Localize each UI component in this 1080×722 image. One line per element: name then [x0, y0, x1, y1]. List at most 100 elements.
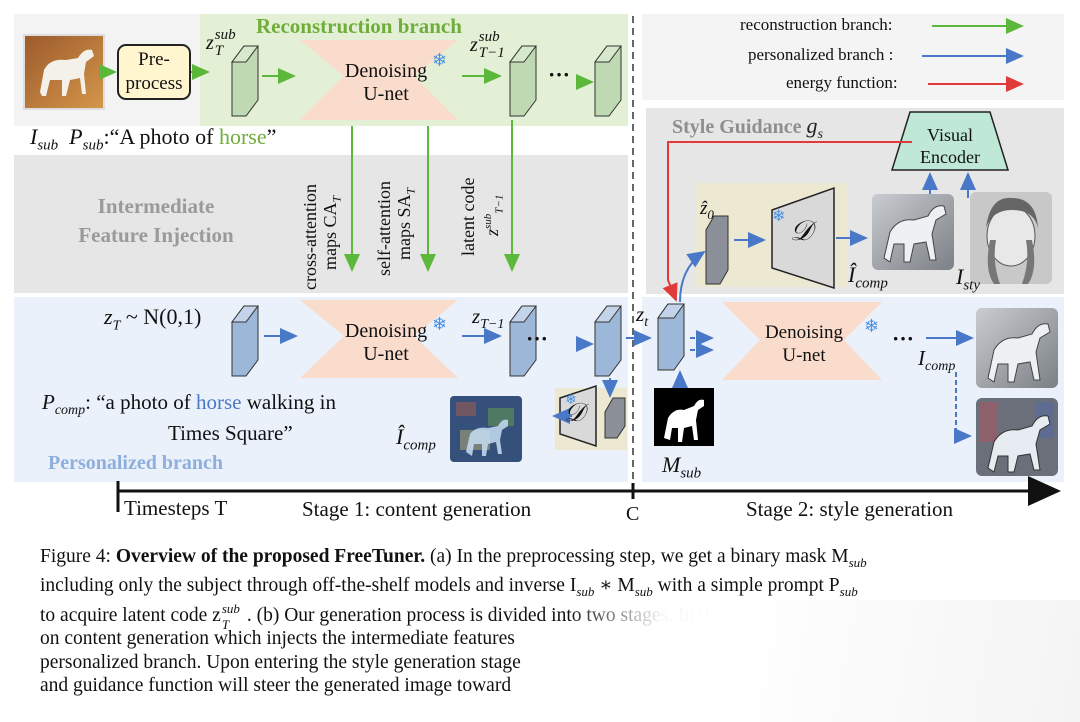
p-sub-text-after: ” — [266, 124, 277, 149]
p-sub-text-before: :“A photo of — [103, 124, 219, 149]
timeline-stage1-label: Stage 1: content generation — [302, 497, 532, 521]
style-portrait-image — [970, 192, 1052, 284]
latent-code-line1: latent code — [458, 177, 478, 256]
caption-line-6: and guidance function will steer the gen… — [40, 675, 512, 697]
recon-unet — [300, 40, 458, 120]
decoder-input-latent — [604, 397, 626, 439]
diagram-svg — [23, 16, 1061, 512]
i-sty-I: I — [956, 264, 964, 289]
i-comp-label: Icomp — [918, 346, 955, 375]
preprocess-line1: Pre- — [138, 49, 170, 70]
unet-label-line1: Denoising — [764, 322, 844, 343]
legend-reconstruction-label: reconstruction branch: — [740, 15, 893, 34]
zt-z: z — [636, 302, 645, 326]
caption-line-5: personalized branch. Upon entering the s… — [40, 651, 521, 673]
caption-fade-overlay — [570, 600, 1080, 722]
i-sty-label: Isty — [956, 264, 980, 294]
feature-injection-panel — [14, 155, 628, 293]
timeline-start-label: Timesteps T — [124, 496, 228, 520]
z-hat-0-z: ẑ — [700, 198, 708, 219]
stage2-unet — [722, 302, 882, 380]
unet-label-line2: U-net — [782, 345, 826, 366]
decoder-symbol-stage1: 𝒟 — [564, 398, 585, 427]
energy-function-arrow — [662, 141, 912, 302]
latent-z-hat-0 — [705, 215, 729, 285]
subject-horse-image — [23, 34, 105, 110]
unet-label-line2: U-net — [363, 343, 409, 365]
caption-line1-sub: sub — [848, 554, 867, 570]
frozen-snowflake-icon: ❄ — [432, 314, 448, 334]
zTm1-sub: T−1 — [480, 317, 505, 333]
zT-normal-z: z — [104, 304, 113, 329]
feature-injection-title-line2: Feature Injection — [78, 223, 234, 247]
visual-encoder-line1: Visual — [927, 125, 973, 145]
i-hat-comp-I: Î — [848, 262, 856, 287]
p-comp-P: P — [42, 390, 55, 414]
caption-line3-sub: T — [221, 616, 230, 632]
feature-injection-title: Intermediate Feature Injection — [56, 192, 256, 250]
p-comp-sub: comp — [54, 403, 86, 419]
subject-prompt: Isub Psub:“A photo of horse” — [30, 124, 276, 154]
output-sketch-image — [976, 308, 1058, 388]
personalized-branch-title: Personalized branch — [48, 452, 223, 474]
frozen-snowflake-icon: ❄ — [565, 393, 577, 408]
i-sub-sub: sub — [37, 137, 59, 154]
p-sub-P: P — [69, 124, 83, 149]
cross-attention-line2: maps CA — [320, 202, 340, 271]
latent-code-z: z — [482, 228, 502, 236]
zT-sub-label-sub: T — [214, 43, 224, 59]
frozen-snowflake-icon: ❄ — [864, 316, 880, 336]
output-times-square-image — [976, 398, 1058, 476]
self-attention-sub: T — [403, 187, 418, 195]
figure-caption: Figure 4: Overview of the proposed FreeT… — [40, 545, 1075, 698]
recon-ellipsis: ··· — [548, 62, 571, 87]
frozen-snowflake-icon: ❄ — [772, 208, 786, 225]
caption-line1-text: (a) In the preprocessing step, we get a … — [425, 546, 849, 567]
caption-line2-sub2: sub — [634, 584, 653, 600]
self-attention-line1: self-attention — [374, 181, 394, 276]
unet-label-line2: U-net — [363, 83, 409, 105]
style-guidance-title: Style Guidance gs — [672, 113, 823, 143]
zT-normal-label: zT ~ N(0,1) — [104, 304, 201, 334]
i-hat-comp-sub: comp — [403, 437, 436, 454]
zt-sub: t — [644, 315, 649, 331]
timeline-stage2-label: Stage 2: style generation — [746, 497, 954, 521]
latent-code-sub: T−1 — [493, 194, 506, 214]
z-hat-0-label: ẑ0 — [700, 198, 714, 223]
zTm1-label: zT−1 — [472, 304, 504, 333]
composite-prompt-line2: Times Square” — [168, 421, 293, 445]
m-sub-label: Msub — [662, 452, 701, 482]
m-sub-sub: sub — [680, 465, 702, 482]
zTm1-sub-label-sub: T−1 — [478, 45, 505, 61]
p-sub-sub: sub — [82, 137, 104, 154]
feature-injection-title-line1: Intermediate — [97, 194, 215, 218]
visual-encoder-line2: Encoder — [920, 147, 980, 167]
caption-bold-title: Overview of the proposed FreeTuner. — [115, 546, 426, 567]
decoder-symbol-stage2: 𝒟 — [790, 216, 813, 247]
p-comp-text-before: : “a photo of — [85, 390, 196, 414]
zT-sub-label-z: z — [206, 32, 214, 54]
preprocess-box: Pre- process — [117, 44, 191, 100]
caption-line2-sub3: sub — [839, 584, 858, 600]
noisy-composite-image — [450, 396, 522, 462]
caption-line3-sup: sub — [221, 600, 240, 616]
caption-line2-text: including only the subject through off-t… — [40, 575, 577, 597]
cross-attention-sub: T — [329, 195, 344, 203]
legend-personalized-label: personalized branch : — [748, 45, 894, 64]
caption-line-2: including only the subject through off-t… — [40, 574, 1075, 603]
caption-line2-sub1: sub — [576, 584, 595, 600]
composite-prompt-line1: Pcomp: “a photo of horse walking in — [42, 390, 336, 419]
latent-code-sup: sub — [482, 213, 494, 229]
i-sty-sub: sty — [963, 277, 980, 294]
stage2-ellipsis: ··· — [892, 326, 915, 351]
style-guidance-symbol-sub: s — [817, 127, 823, 142]
cross-attention-line1: cross-attention — [300, 184, 320, 290]
p-comp-text-after: walking in — [241, 390, 336, 414]
p-comp-keyword: horse — [195, 390, 242, 414]
zTm1-z: z — [472, 304, 481, 328]
